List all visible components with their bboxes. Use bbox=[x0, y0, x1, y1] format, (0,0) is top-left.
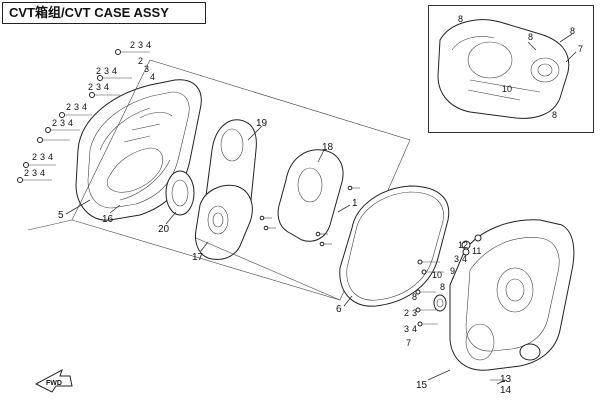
assembly-outline bbox=[27, 59, 411, 301]
callout-11: 11 bbox=[472, 246, 481, 256]
callout-3: 3 bbox=[454, 254, 459, 264]
callout-3: 3 bbox=[60, 118, 65, 128]
leader-lines bbox=[65, 33, 577, 385]
callout-8: 8 bbox=[440, 282, 445, 292]
callout-4: 4 bbox=[40, 168, 45, 178]
callout-3: 3 bbox=[412, 308, 417, 318]
callout-17: 17 bbox=[192, 252, 204, 263]
diagram-title: CVT箱组/CVT CASE ASSY bbox=[2, 2, 206, 24]
fwd-direction-arrow bbox=[34, 368, 73, 393]
fwd-label: FWD bbox=[46, 380, 62, 387]
callout-20: 20 bbox=[158, 224, 170, 235]
callout-3: 3 bbox=[104, 66, 109, 76]
plate-bolts bbox=[259, 185, 360, 247]
callout-3: 3 bbox=[74, 102, 79, 112]
cover-part-17 bbox=[195, 184, 253, 260]
callout-4: 4 bbox=[146, 40, 151, 50]
callout-8: 8 bbox=[570, 26, 575, 36]
callout-8: 8 bbox=[552, 110, 557, 120]
callout-7: 7 bbox=[578, 44, 583, 54]
callout-6: 6 bbox=[336, 304, 342, 315]
callout-4: 4 bbox=[412, 324, 417, 334]
callout-18: 18 bbox=[322, 142, 334, 153]
callout-7: 7 bbox=[406, 338, 411, 348]
callout-4: 4 bbox=[48, 152, 53, 162]
callout-2: 2 bbox=[32, 152, 37, 162]
callout-2: 2 bbox=[96, 66, 101, 76]
callout-2: 2 bbox=[66, 102, 71, 112]
callout-labels: 2 3 4 2 3 4 2 3 4 2 3 4 2 3 4 2 3 4 2 3 … bbox=[24, 14, 583, 396]
callout-13: 13 bbox=[500, 374, 512, 385]
callout-10: 10 bbox=[502, 84, 512, 94]
callout-3: 3 bbox=[32, 168, 37, 178]
callout-3: 3 bbox=[138, 40, 143, 50]
crankcase-fasteners bbox=[415, 234, 505, 381]
callout-3: 3 bbox=[40, 152, 45, 162]
callout-3: 3 bbox=[144, 64, 149, 74]
callout-2: 2 bbox=[24, 168, 29, 178]
callout-4: 4 bbox=[150, 72, 155, 82]
callout-12: 12 bbox=[458, 240, 468, 250]
callout-4: 4 bbox=[68, 118, 73, 128]
callout-19: 19 bbox=[256, 118, 268, 129]
seal-plate-part-20 bbox=[165, 170, 195, 216]
callout-3: 3 bbox=[404, 324, 409, 334]
callout-2: 2 bbox=[138, 56, 143, 66]
callout-5: 5 bbox=[58, 210, 64, 221]
callout-10: 10 bbox=[432, 270, 442, 280]
gasket-part-6 bbox=[339, 185, 450, 307]
callout-8: 8 bbox=[528, 32, 533, 42]
callout-2: 2 bbox=[130, 40, 135, 50]
cover-bolt-stack bbox=[17, 49, 150, 183]
callout-4: 4 bbox=[104, 82, 109, 92]
callout-4: 4 bbox=[462, 254, 467, 264]
callout-8: 8 bbox=[458, 14, 463, 24]
callout-2: 2 bbox=[88, 82, 93, 92]
inset-detail-frame bbox=[428, 5, 594, 133]
callout-9: 9 bbox=[450, 266, 455, 276]
callout-15: 15 bbox=[416, 380, 428, 391]
cover-plate-part-18 bbox=[277, 149, 344, 242]
callout-4: 4 bbox=[112, 66, 117, 76]
inset-case-drawing bbox=[437, 19, 570, 119]
callout-2: 2 bbox=[52, 118, 57, 128]
callout-4: 4 bbox=[82, 102, 87, 112]
crankcase-part-15 bbox=[449, 219, 575, 371]
callout-8: 8 bbox=[412, 292, 417, 302]
callout-3: 3 bbox=[96, 82, 101, 92]
callout-14: 14 bbox=[500, 385, 512, 396]
callout-1: 1 bbox=[352, 198, 358, 209]
callout-16: 16 bbox=[102, 214, 114, 225]
callout-2: 2 bbox=[404, 308, 409, 318]
